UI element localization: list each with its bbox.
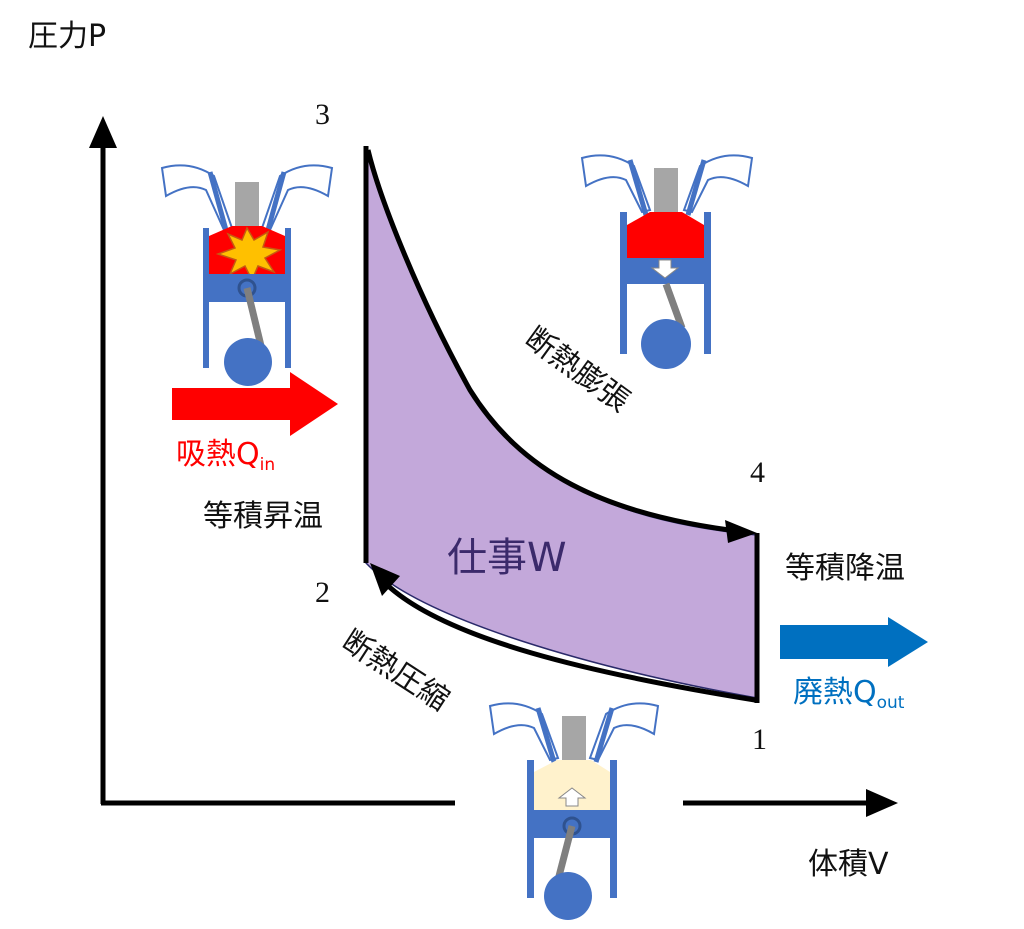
y-axis-label: 圧力P [28,19,107,54]
heat-out-text: 廃熱Q [793,675,877,710]
down-arrow-icon [650,259,680,279]
heat-in-subscript: in [259,455,276,475]
heat-out-label: 廃熱Qout [793,678,904,712]
x-axis [101,789,898,817]
heat-in-label: 吸熱Qin [176,440,275,474]
point-3-label: 3 [315,98,330,131]
engine-expansion [580,154,754,369]
compression-arrowhead [370,563,400,596]
point-1-label: 1 [752,723,767,756]
isochoric-heating-label: 等積昇温 [203,499,323,534]
engine-compression [488,702,660,920]
point-4-label: 4 [750,456,765,489]
engine-combustion [160,164,334,386]
adiabatic-expansion-curve [365,149,746,535]
up-arrow-icon [557,787,587,807]
isochoric-cooling-label: 等積降温 [785,551,905,586]
heat-out-arrow [780,617,928,667]
work-label: 仕事W [447,535,567,581]
x-axis-label: 体積V [808,847,889,882]
point-2-label: 2 [315,576,330,609]
heat-in-arrow [172,372,338,436]
heat-out-subscript: out [876,693,905,713]
y-axis [89,116,117,804]
adiabatic-compression-curve [380,578,756,703]
heat-in-text: 吸熱Q [176,437,260,472]
expansion-arrowhead [725,520,757,543]
